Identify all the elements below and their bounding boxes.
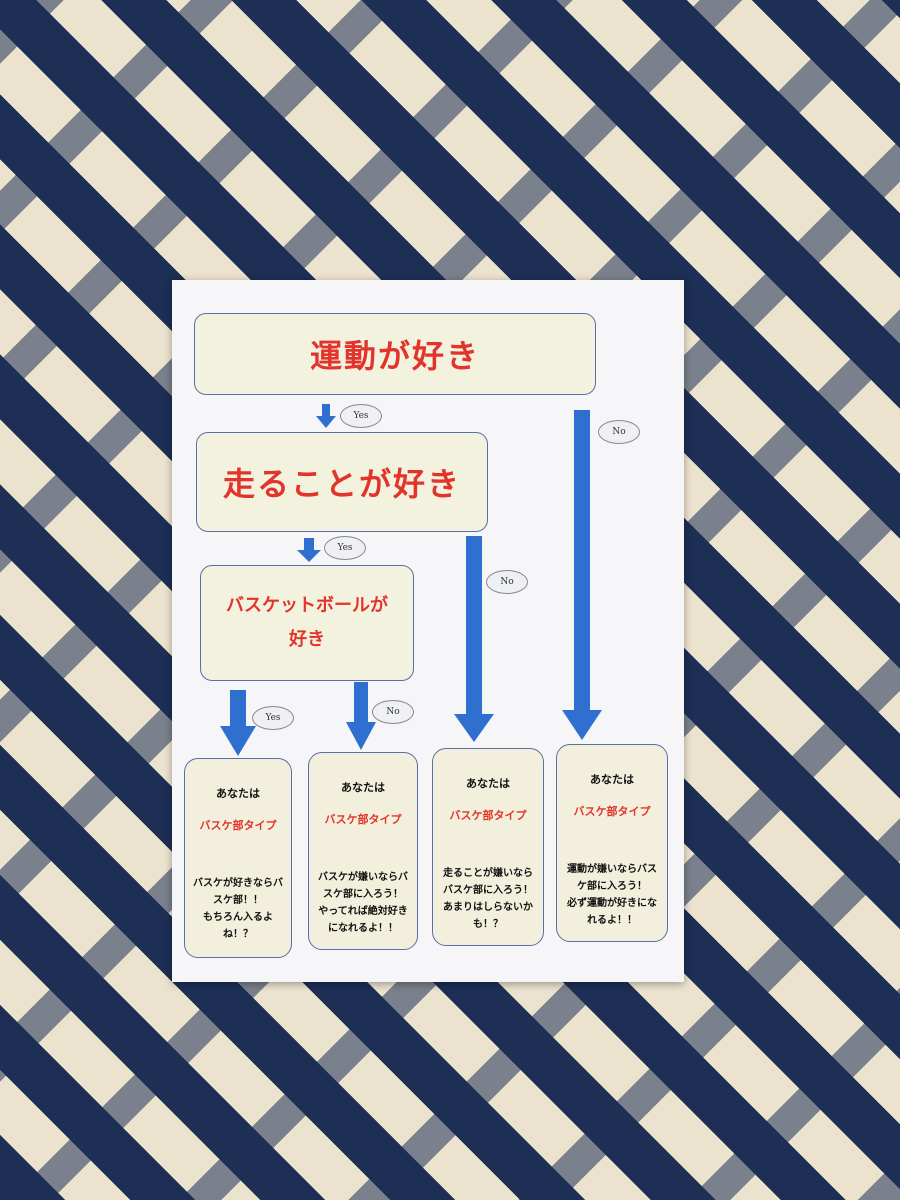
- result-box-4: あなたは バスケ部タイプ 運動が嫌いならバス ケ部に入ろう！ 必ず運動が好きにな…: [556, 744, 668, 942]
- result-2-desc-line: になれるよ！！: [328, 923, 398, 934]
- arrow-q1-yes: [316, 404, 336, 428]
- no-badge-3: No: [372, 700, 414, 724]
- result-1-desc-line: もちろん入るよ: [203, 912, 273, 923]
- result-3-desc: 走ることが嫌いなら バスケ部に入ろう！ あまりはしらないか も！？: [433, 865, 543, 933]
- result-4-you: あなたは: [590, 773, 634, 786]
- question-2-box: 走ることが好き: [196, 432, 488, 532]
- result-4-desc-line: ケ部に入ろう！: [577, 881, 647, 892]
- flowchart-paper: 運動が好き Yes No 走ることが好き Yes No バスケットボールが 好き…: [172, 280, 684, 982]
- result-1-desc-line: スケ部！！: [213, 895, 263, 906]
- result-3-desc-line: 走ることが嫌いなら: [443, 868, 533, 879]
- question-2-text: 走ることが好き: [222, 465, 461, 503]
- yes-badge-3: Yes: [252, 706, 294, 730]
- question-3-line1: バスケットボールが: [226, 595, 388, 616]
- result-1-you: あなたは: [216, 787, 260, 800]
- arrow-q1-no: [562, 410, 602, 740]
- result-box-3: あなたは バスケ部タイプ 走ることが嫌いなら バスケ部に入ろう！ あまりはしらな…: [432, 748, 544, 946]
- result-2-you: あなたは: [341, 781, 385, 794]
- arrow-q3-yes: [220, 690, 256, 756]
- result-1-desc: バスケが好きならバ スケ部！！ もちろん入るよ ね！？: [185, 875, 291, 943]
- result-1-desc-line: バスケが好きならバ: [193, 878, 283, 889]
- result-3-type: バスケ部タイプ: [449, 809, 527, 822]
- question-3-line2: 好き: [289, 629, 325, 650]
- result-box-2: あなたは バスケ部タイプ バスケが嫌いならバ スケ部に入ろう！ やってれば絶対好…: [308, 752, 418, 950]
- result-box-1: あなたは バスケ部タイプ バスケが好きならバ スケ部！！ もちろん入るよ ね！？: [184, 758, 292, 958]
- result-2-desc-line: スケ部に入ろう！: [323, 889, 403, 900]
- result-2-desc-line: やってれば絶対好き: [318, 906, 408, 917]
- result-3-desc-line: も！？: [473, 919, 503, 930]
- arrow-q2-no: [454, 536, 494, 742]
- question-3-box: バスケットボールが 好き: [200, 565, 414, 681]
- result-4-desc-line: 必ず運動が好きにな: [567, 898, 657, 909]
- no-badge-1: No: [598, 420, 640, 444]
- arrows-layer: [220, 404, 602, 756]
- result-1-type: バスケ部タイプ: [199, 819, 277, 832]
- result-3-you: あなたは: [466, 777, 510, 790]
- no-badge-2: No: [486, 570, 528, 594]
- arrow-q2-yes: [297, 538, 321, 562]
- question-1-box: 運動が好き: [194, 313, 596, 395]
- arrow-q3-no: [346, 682, 376, 750]
- result-1-desc-line: ね！？: [223, 929, 253, 940]
- result-4-desc-line: 運動が嫌いならバス: [567, 864, 657, 875]
- result-4-desc: 運動が嫌いならバス ケ部に入ろう！ 必ず運動が好きにな れるよ！！: [557, 861, 667, 929]
- result-3-desc-line: あまりはしらないか: [443, 902, 533, 913]
- yes-badge-1: Yes: [340, 404, 382, 428]
- result-2-desc: バスケが嫌いならバ スケ部に入ろう！ やってれば絶対好き になれるよ！！: [309, 869, 417, 937]
- result-2-desc-line: バスケが嫌いならバ: [318, 872, 408, 883]
- result-3-desc-line: バスケ部に入ろう！: [443, 885, 533, 896]
- question-1-text: 運動が好き: [309, 337, 480, 375]
- yes-badge-2: Yes: [324, 536, 366, 560]
- result-4-desc-line: れるよ！！: [587, 915, 637, 926]
- result-2-type: バスケ部タイプ: [324, 813, 402, 826]
- result-4-type: バスケ部タイプ: [573, 805, 651, 818]
